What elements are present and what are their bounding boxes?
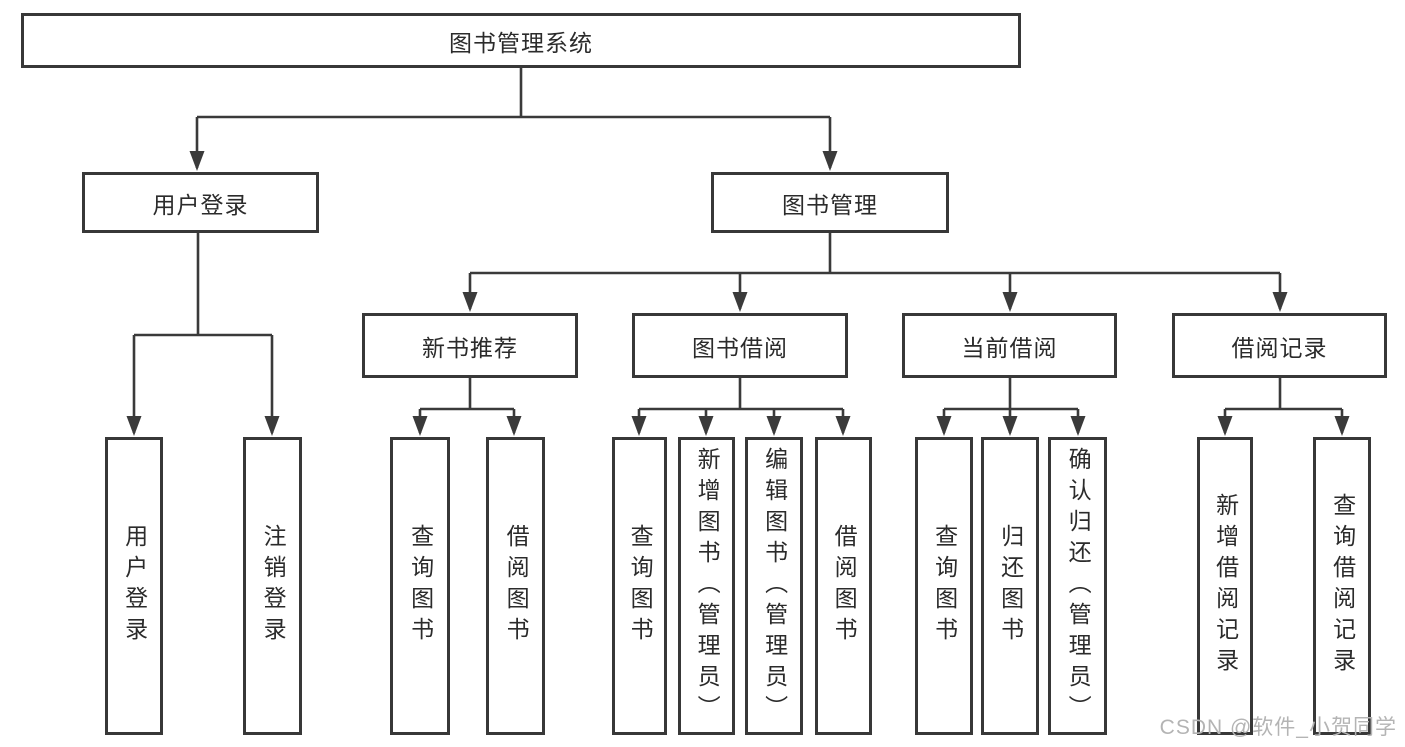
leaf-user-login-label: 用户登录 bbox=[121, 524, 148, 648]
leaf-add-books-admin: 新增图书（管理员） bbox=[678, 437, 735, 735]
leaf-edit-books-admin-label: 编辑图书（管理员） bbox=[761, 446, 788, 726]
leaf-add-borrow-record-label: 新增借阅记录 bbox=[1212, 493, 1239, 679]
node-current-borrowing-label: 当前借阅 bbox=[961, 334, 1058, 361]
node-book-management: 图书管理 bbox=[711, 172, 949, 233]
node-new-book-recommendation: 新书推荐 bbox=[362, 313, 578, 378]
leaf-edit-books-admin: 编辑图书（管理员） bbox=[745, 437, 803, 735]
node-new-book-recommendation-label: 新书推荐 bbox=[422, 334, 518, 361]
leaf-query-books-3-label: 查询图书 bbox=[931, 524, 958, 648]
leaf-query-borrow-record: 查询借阅记录 bbox=[1313, 437, 1371, 735]
node-current-borrowing: 当前借阅 bbox=[902, 313, 1117, 378]
node-borrowing-records: 借阅记录 bbox=[1172, 313, 1387, 378]
leaf-query-borrow-record-label: 查询借阅记录 bbox=[1329, 493, 1356, 679]
watermark: CSDN @软件_小贺同学 bbox=[1159, 716, 1397, 739]
leaf-query-books-2: 查询图书 bbox=[612, 437, 667, 735]
leaf-query-books-1-label: 查询图书 bbox=[407, 524, 434, 648]
node-book-management-label: 图书管理 bbox=[782, 191, 878, 218]
node-book-borrowing-label: 图书借阅 bbox=[692, 334, 788, 361]
leaf-query-books-2-label: 查询图书 bbox=[627, 524, 654, 648]
node-library-system: 图书管理系统 bbox=[21, 13, 1021, 68]
leaf-user-login: 用户登录 bbox=[105, 437, 163, 735]
node-borrowing-records-label: 借阅记录 bbox=[1231, 334, 1328, 361]
leaf-confirm-return-admin: 确认归还（管理员） bbox=[1048, 437, 1107, 735]
leaf-return-books: 归还图书 bbox=[981, 437, 1039, 735]
leaf-add-borrow-record: 新增借阅记录 bbox=[1197, 437, 1253, 735]
node-library-system-label: 图书管理系统 bbox=[449, 29, 593, 56]
node-user-login-branch: 用户登录 bbox=[82, 172, 319, 233]
leaf-logout-label: 注销登录 bbox=[260, 524, 287, 648]
leaf-borrow-books-1: 借阅图书 bbox=[486, 437, 545, 735]
node-book-borrowing: 图书借阅 bbox=[632, 313, 848, 378]
leaf-logout: 注销登录 bbox=[243, 437, 302, 735]
leaf-query-books-1: 查询图书 bbox=[390, 437, 450, 735]
leaf-borrow-books-2-label: 借阅图书 bbox=[831, 524, 858, 648]
node-user-login-branch-label: 用户登录 bbox=[152, 191, 249, 218]
leaf-return-books-label: 归还图书 bbox=[997, 524, 1024, 648]
leaf-add-books-admin-label: 新增图书（管理员） bbox=[694, 446, 721, 726]
leaf-borrow-books-1-label: 借阅图书 bbox=[503, 524, 530, 648]
leaf-query-books-3: 查询图书 bbox=[915, 437, 973, 735]
leaf-confirm-return-admin-label: 确认归还（管理员） bbox=[1065, 446, 1092, 726]
leaf-borrow-books-2: 借阅图书 bbox=[815, 437, 872, 735]
